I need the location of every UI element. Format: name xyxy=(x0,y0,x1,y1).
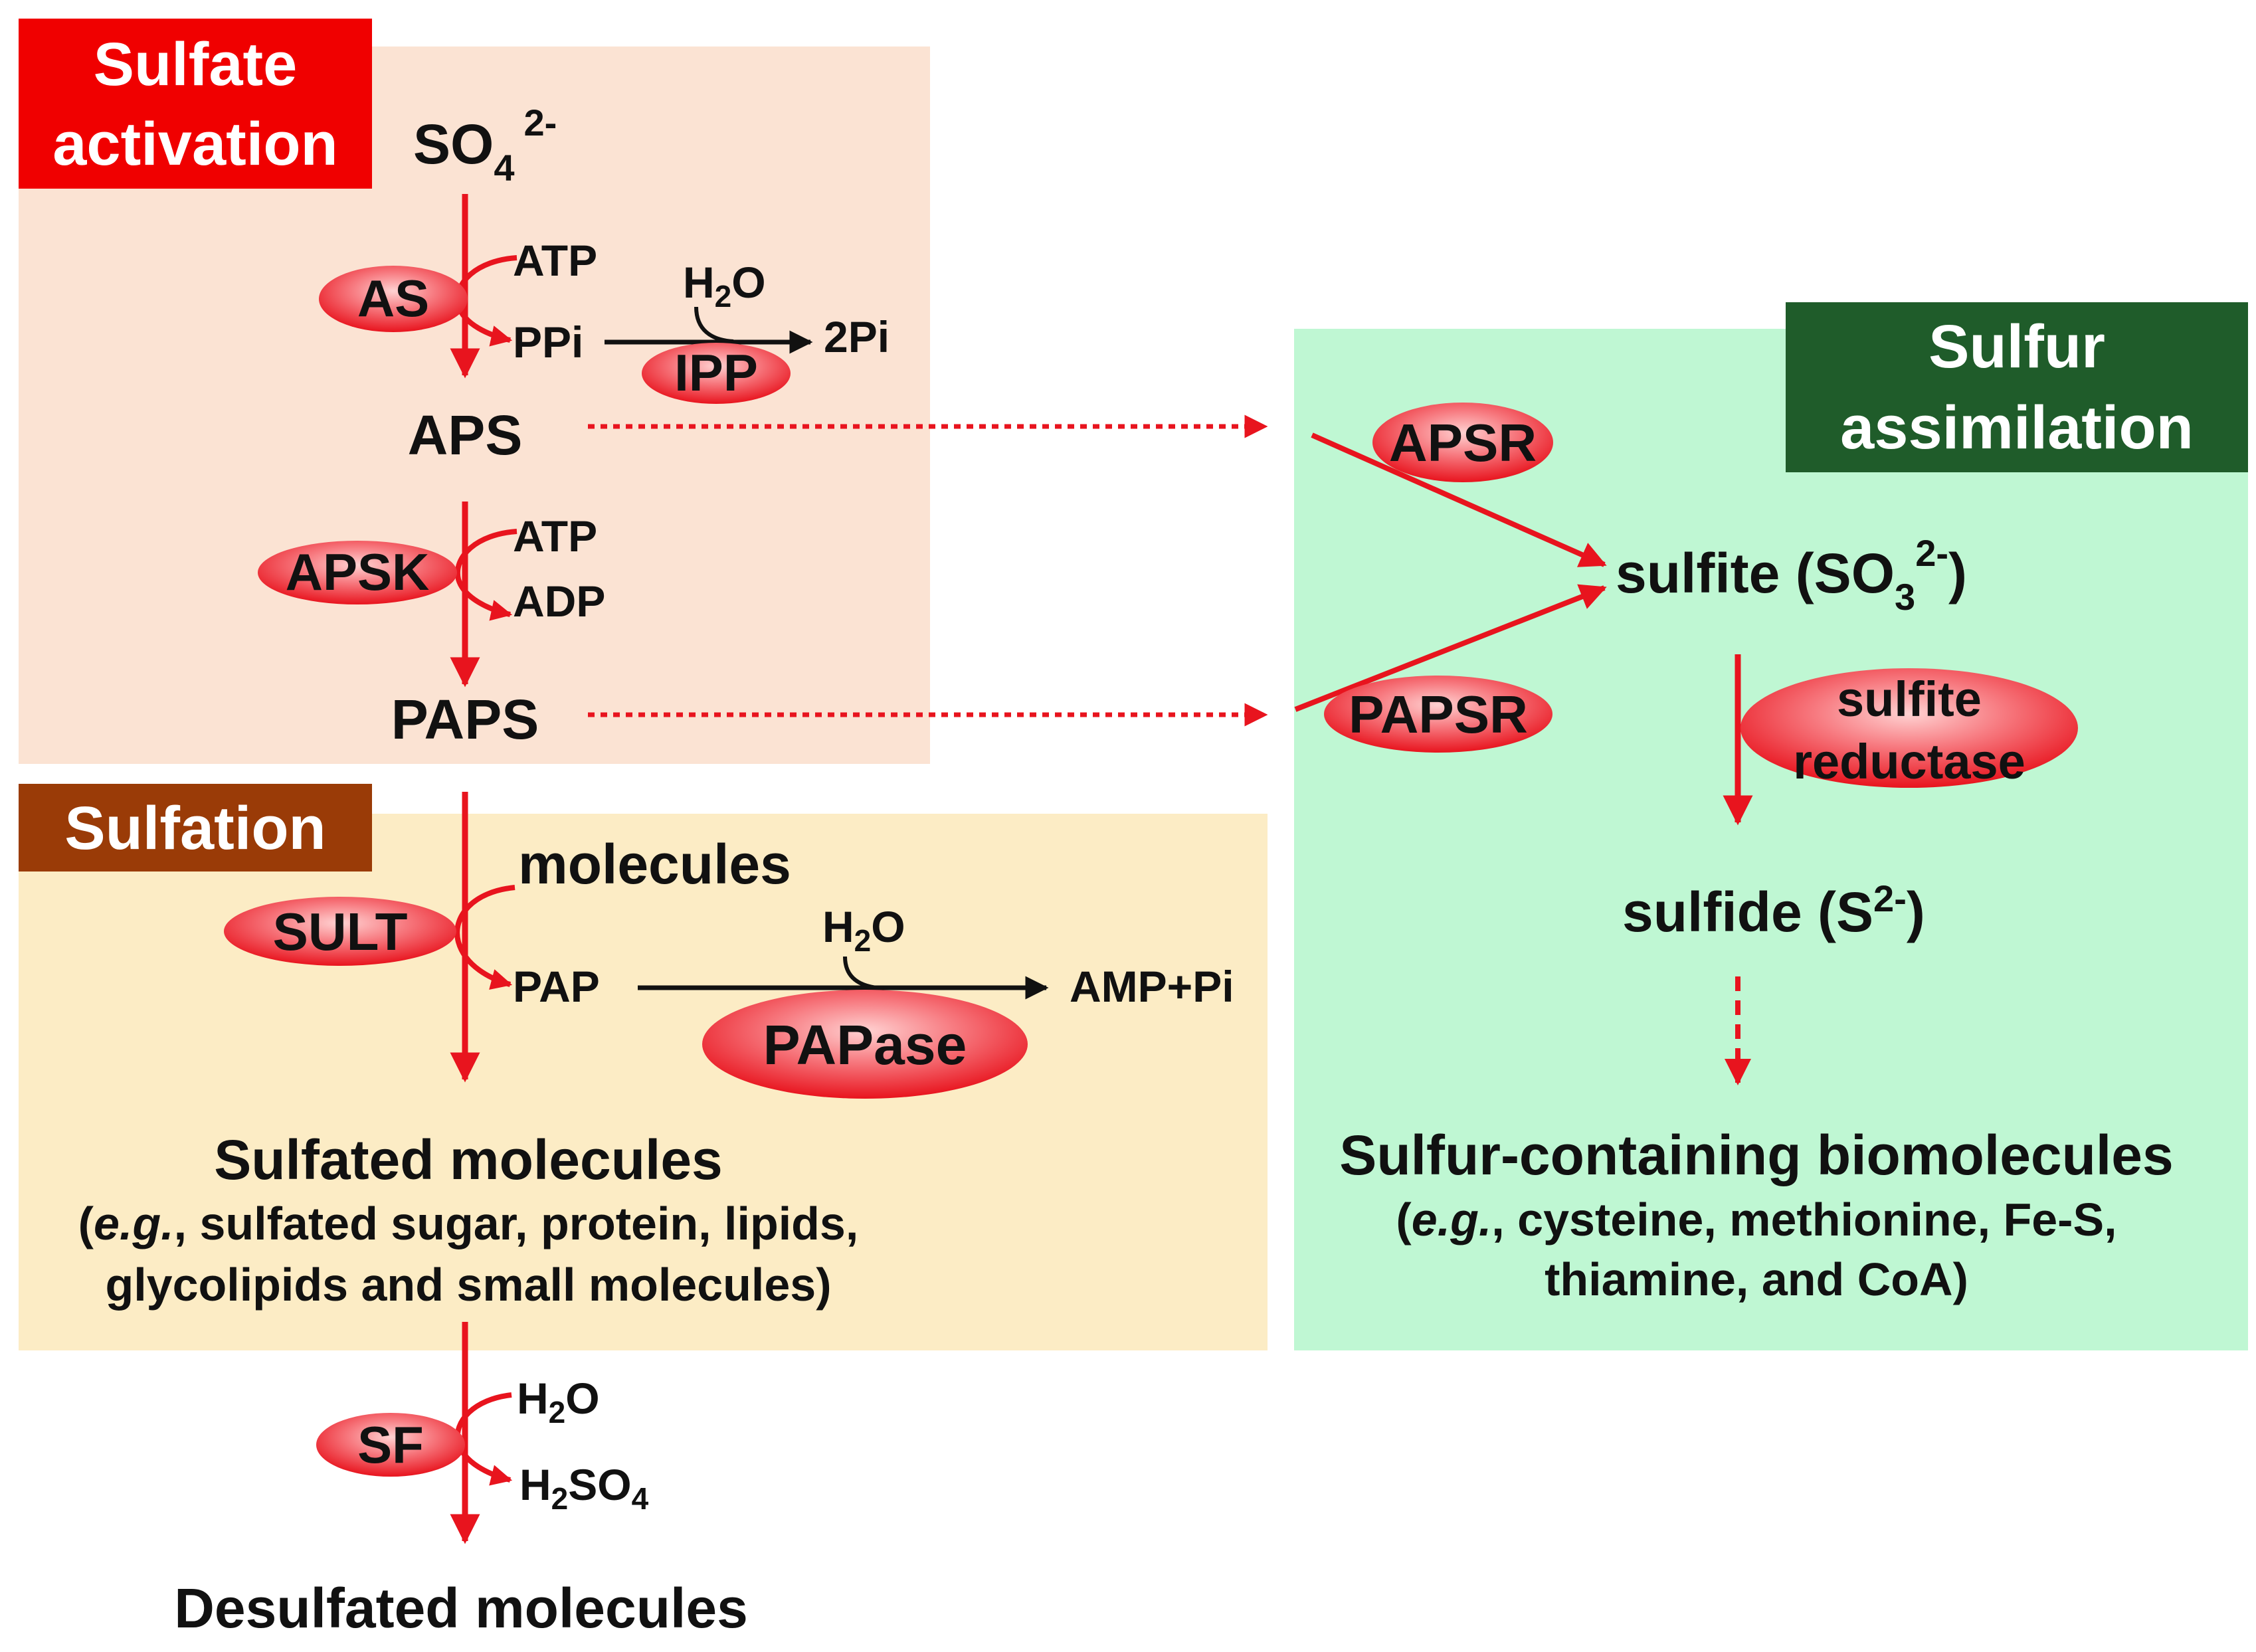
cofactor-adp: ADP xyxy=(513,577,605,626)
cofactor-h2o-1: H2O xyxy=(683,258,766,314)
assimilation-label-line1: Sulfur xyxy=(1928,313,2105,381)
enzyme-papsr: PAPSR xyxy=(1324,676,1552,753)
cofactor-ppi: PPi xyxy=(513,318,583,367)
cofactor-h2o-2: H2O xyxy=(822,902,905,958)
svg-text:PAPSR: PAPSR xyxy=(1349,685,1528,744)
cofactor-pap: PAP xyxy=(513,962,600,1011)
cofactor-molecules: molecules xyxy=(518,833,791,895)
curve-h2o-ipp xyxy=(694,306,734,343)
arrow-papsr-to-sulfite xyxy=(1294,584,1607,712)
svg-text:PAPase: PAPase xyxy=(763,1014,967,1076)
cofactor-atp-2: ATP xyxy=(513,511,597,561)
enzyme-papase: PAPase xyxy=(702,990,1028,1099)
enzyme-sf: SF xyxy=(316,1413,465,1477)
cofactor-amp-pi: AMP+Pi xyxy=(1070,962,1234,1011)
sulfate-so4: SO42- xyxy=(413,102,557,189)
enzyme-sulfite-reductase: sulfite reductase xyxy=(1740,668,2078,789)
cofactor-2pi: 2Pi xyxy=(824,312,890,361)
enzyme-sult: SULT xyxy=(224,897,456,966)
cofactor-atp-1: ATP xyxy=(513,236,597,285)
sulfated-examples-line2: glycolipids and small molecules) xyxy=(105,1259,831,1311)
metabolite-aps: APS xyxy=(408,404,523,466)
activation-label-line2: activation xyxy=(52,110,337,178)
metabolite-sulfide: sulfide (S2-) xyxy=(1622,877,1925,943)
enzyme-ipp: IPP xyxy=(642,343,791,404)
enzyme-apsk: APSK xyxy=(258,541,457,604)
curve-h2o-papase xyxy=(843,956,884,990)
enzyme-apsr: APSR xyxy=(1372,403,1553,482)
biomolecule-examples-line2: thiamine, and CoA) xyxy=(1545,1253,1968,1305)
sulfated-examples-line1: (e.g., sulfated sugar, protein, lipids, xyxy=(78,1198,859,1249)
enzyme-as: AS xyxy=(319,266,468,332)
metabolite-biomolecules: Sulfur-containing biomolecules xyxy=(1339,1124,2173,1186)
assimilation-label-line2: assimilation xyxy=(1840,394,2194,462)
activation-label-line1: Sulfate xyxy=(94,31,298,98)
metabolite-desulfated-molecules: Desulfated molecules xyxy=(174,1577,748,1639)
activation-label: Sulfate activation xyxy=(19,19,372,189)
svg-text:APSR: APSR xyxy=(1389,413,1537,472)
sulfation-label-text: Sulfation xyxy=(64,794,326,862)
svg-text:IPP: IPP xyxy=(674,343,758,402)
curve-molecules-to-pap xyxy=(454,885,516,990)
metabolite-sulfite: sulfite (SO32-) xyxy=(1616,532,1967,618)
metabolite-paps: PAPS xyxy=(391,688,539,751)
sulfation-panel xyxy=(19,814,1268,1350)
metabolite-sulfated-molecules: Sulfated molecules xyxy=(214,1129,723,1191)
arrow-apsr-to-sulfite xyxy=(1311,432,1607,567)
sulfation-label: Sulfation xyxy=(19,784,372,872)
svg-text:AS: AS xyxy=(357,269,429,327)
biomolecule-examples-line1: (e.g., cysteine, methionine, Fe-S, xyxy=(1396,1194,2116,1245)
svg-text:SF: SF xyxy=(357,1416,424,1474)
svg-text:SULT: SULT xyxy=(273,902,408,961)
cofactor-h2o-3: H2O xyxy=(517,1374,600,1429)
svg-text:sulfite: sulfite xyxy=(1837,672,1982,727)
svg-text:reductase: reductase xyxy=(1793,734,2025,789)
assimilation-label: Sulfur assimilation xyxy=(1786,302,2248,472)
curve-atp-to-adp xyxy=(454,529,517,621)
cofactor-h2so4: H2SO4 xyxy=(519,1460,649,1516)
svg-text:APSK: APSK xyxy=(286,543,430,601)
